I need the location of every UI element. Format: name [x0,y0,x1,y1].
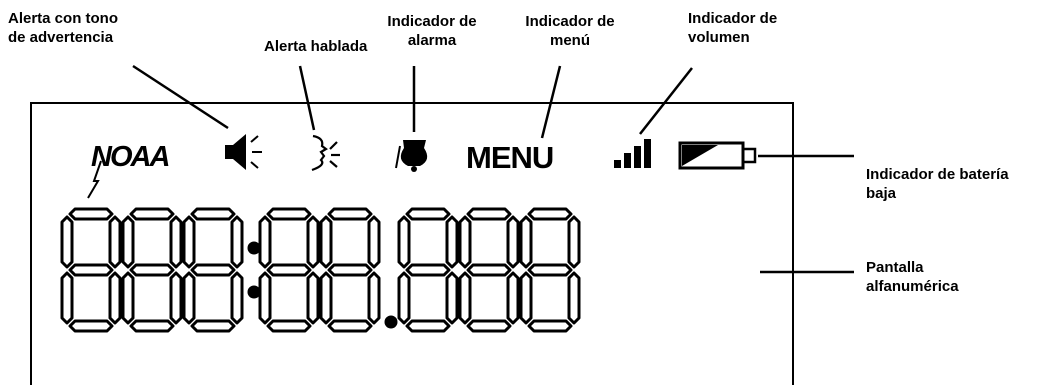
decimal-point [384,315,398,329]
lcd-frame [30,102,794,385]
digit-8-segment-e [519,271,533,325]
digit-2-segment-b [169,215,183,269]
digit-1-segment-a [68,207,114,221]
digit-1-segment-e [60,271,74,325]
digit-6-segment-f [397,215,411,269]
digit-7-segment-e [458,271,472,325]
digit-4-segment-e [258,271,272,325]
digit-4-segment-a [266,207,312,221]
digit-5-segment-d [327,319,373,333]
digit-3-segment-a [190,207,236,221]
label-menu-indicator: Indicador de menú [525,13,615,49]
digit-1-segment-g [68,263,114,277]
digit-2-segment-g [129,263,175,277]
signal-bars-icon [614,139,651,168]
digit-4-segment-d [266,319,312,333]
digit-2-segment-f [121,215,135,269]
digit-8-segment-a [527,207,573,221]
digit-6-segment-c [445,271,459,325]
digit-7-segment-f [458,215,472,269]
digit-6-segment-b [445,215,459,269]
digit-3-segment-b [230,215,244,269]
battery-icon [678,141,757,170]
digit-7-segment-g [466,263,512,277]
digit-1-segment-f [60,215,74,269]
speaker-icon [225,134,262,170]
digit-3-segment-g [190,263,236,277]
digit-7-segment-b [506,215,520,269]
digit-6-segment-d [405,319,451,333]
digit-3-segment-d [190,319,236,333]
digit-6-segment-g [405,263,451,277]
digit-5-segment-b [367,215,381,269]
leader-menu [540,65,562,139]
digit-2-segment-e [121,271,135,325]
leader-volume [639,67,693,135]
label-alphanumeric-display: Pantalla alfanumérica [866,259,959,295]
digit-8-segment-b [567,215,581,269]
digit-7-segment-d [466,319,512,333]
digit-5-segment-a [327,207,373,221]
digit-1-segment-d [68,319,114,333]
digit-8-segment-c [567,271,581,325]
digit-3-segment-c [230,271,244,325]
colon-dot-top [247,241,261,255]
colon-dot-bottom [247,285,261,299]
digit-3-segment-e [182,271,196,325]
menu-indicator-text: MENU [466,140,553,175]
digit-5-segment-f [319,215,333,269]
digit-4-segment-c [306,271,320,325]
label-tone-alert: Alerta con tono de advertencia [8,10,119,46]
digit-4-segment-f [258,215,272,269]
noaa-lightning-bolt [87,160,102,199]
noaa-logo-text: NOAA [91,141,168,173]
digit-7-segment-a [466,207,512,221]
leader-tone-alert [132,64,229,130]
noaa-logo: NOAA [87,141,170,199]
voice-icon [311,134,340,172]
leader-voice-alert [298,65,316,131]
digit-2-segment-d [129,319,175,333]
digit-8-segment-f [519,215,533,269]
digit-1-segment-b [108,215,122,269]
label-volume-indicator: Indicador de volumen [688,10,778,46]
leader-lines [132,64,854,274]
digit-8-segment-g [527,263,573,277]
label-alarm-indicator: Indicador de alarma [387,13,477,49]
digit-1-segment-c [108,271,122,325]
bell-icon [395,140,428,172]
digit-2-segment-a [129,207,175,221]
digit-3-segment-f [182,215,196,269]
digit-6-segment-a [405,207,451,221]
digit-8-segment-d [527,319,573,333]
label-low-battery-indicator: Indicador de batería baja [866,166,1009,202]
digit-4-segment-g [266,263,312,277]
digit-7-segment-c [506,271,520,325]
digit-5-segment-g [327,263,373,277]
digit-2-segment-c [169,271,183,325]
digit-6-segment-e [397,271,411,325]
label-voice-alert: Alerta hablada [264,38,368,55]
digit-4-segment-b [306,215,320,269]
alphanumeric-display [60,207,581,333]
digit-5-segment-e [319,271,333,325]
digit-5-segment-c [367,271,381,325]
